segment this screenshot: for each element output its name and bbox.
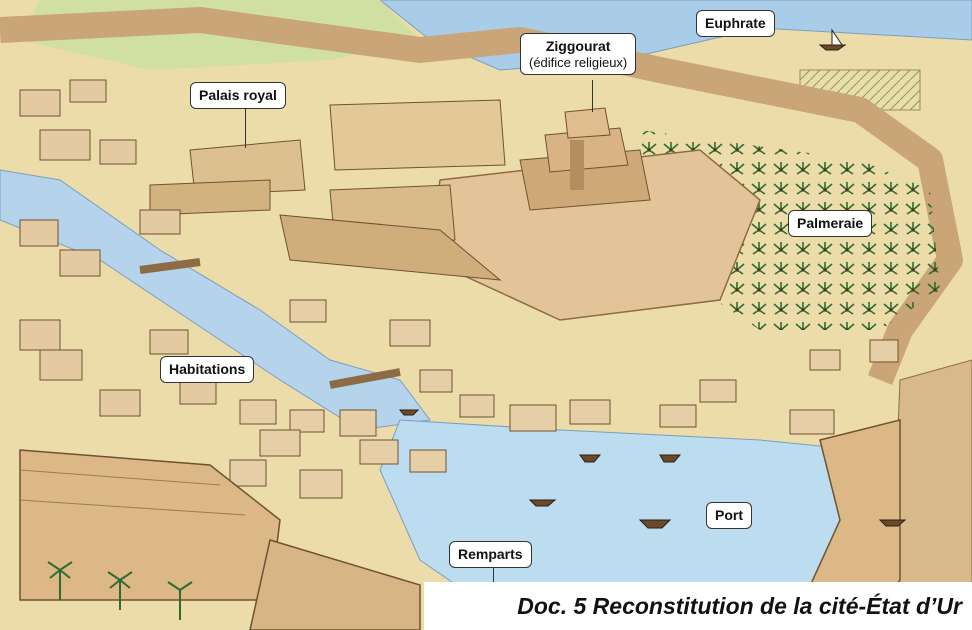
bridge-upper <box>139 258 201 274</box>
ziggurat <box>519 107 651 211</box>
label-ziggourat-title: Ziggourat <box>545 38 611 54</box>
rampart-southeast <box>789 419 901 630</box>
warehouse-roof-lines <box>19 469 246 516</box>
palms-lower-left <box>47 561 193 620</box>
leader-ziggourat <box>592 80 593 112</box>
label-ziggourat: Ziggourat (édifice religieux) <box>520 33 637 76</box>
boats <box>398 28 907 529</box>
houses-middle <box>229 299 453 499</box>
palace-terrace-wall <box>279 214 502 281</box>
leader-palais-royal <box>245 108 246 148</box>
label-euphrate: Euphrate <box>696 10 775 37</box>
label-palmeraie: Palmeraie <box>788 210 873 237</box>
houses-left <box>19 79 217 417</box>
label-habitations: Habitations <box>160 356 255 383</box>
bridge-lower <box>329 368 401 389</box>
label-port: Port <box>706 502 752 529</box>
houses-harbour <box>459 339 899 435</box>
label-ziggourat-subtitle: (édifice religieux) <box>529 54 628 70</box>
label-palais-royal: Palais royal <box>190 82 286 109</box>
label-remparts: Remparts <box>449 541 532 568</box>
figure-caption: Doc. 5 Reconstitution de la cité-État d’… <box>424 582 972 630</box>
rampart-south <box>249 539 421 630</box>
leader-remparts <box>493 567 494 585</box>
